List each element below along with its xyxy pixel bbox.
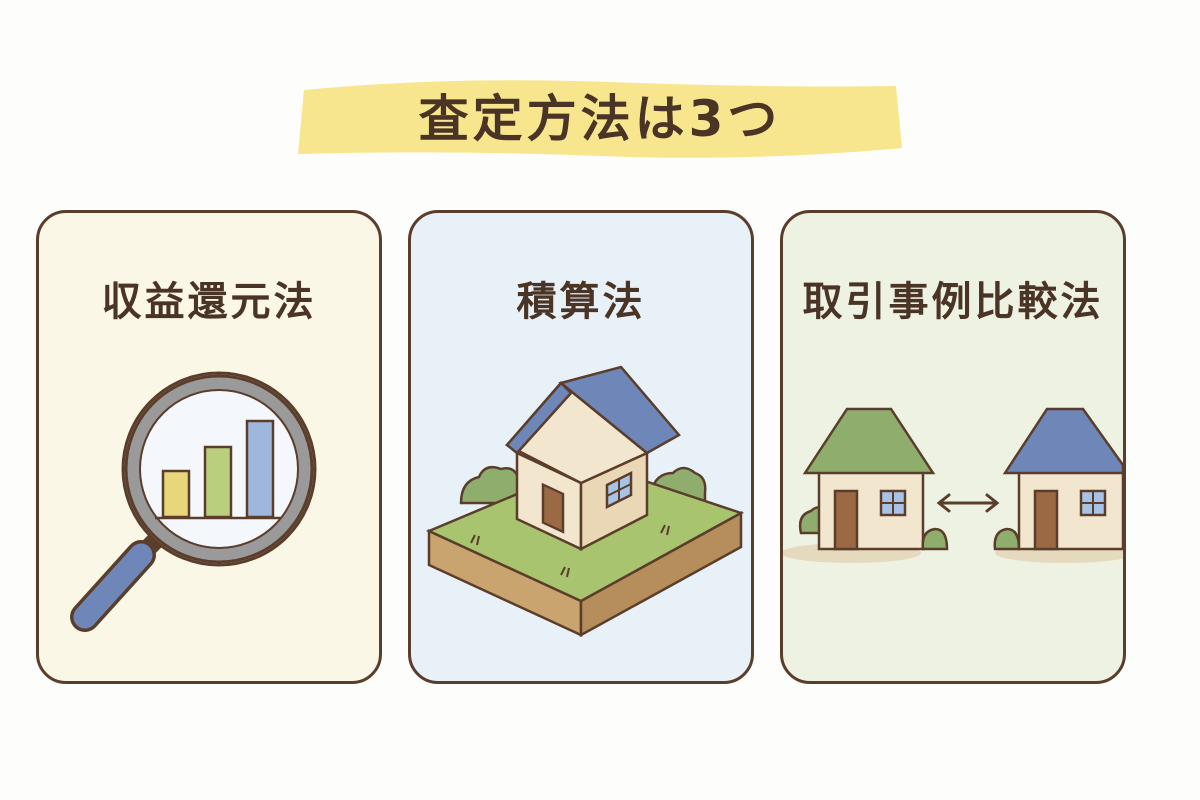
two-houses-compare-icon: [783, 407, 1123, 563]
magnifier-handle: [70, 530, 166, 632]
magnifier-bar-chart-icon: [70, 371, 317, 632]
method-label: 積算法: [516, 279, 646, 325]
method-card-sales-comparison: 取引事例比較法: [780, 210, 1126, 684]
page-title: 査定方法は3つ: [418, 90, 782, 148]
title-banner: 査定方法は3つ: [290, 70, 910, 168]
bar-chart: [155, 419, 281, 520]
house-left: [798, 407, 949, 551]
house-on-land-icon: [425, 365, 745, 638]
house-right: [993, 407, 1123, 551]
compare-arrow-icon: [936, 493, 1000, 513]
method-label: 取引事例比較法: [802, 279, 1104, 325]
method-label: 収益還元法: [101, 279, 317, 325]
title-highlight: [298, 80, 902, 158]
method-card-income-approach: 収益還元法: [36, 210, 382, 684]
house: [505, 365, 681, 552]
method-card-cost-approach: 積算法: [408, 210, 754, 684]
